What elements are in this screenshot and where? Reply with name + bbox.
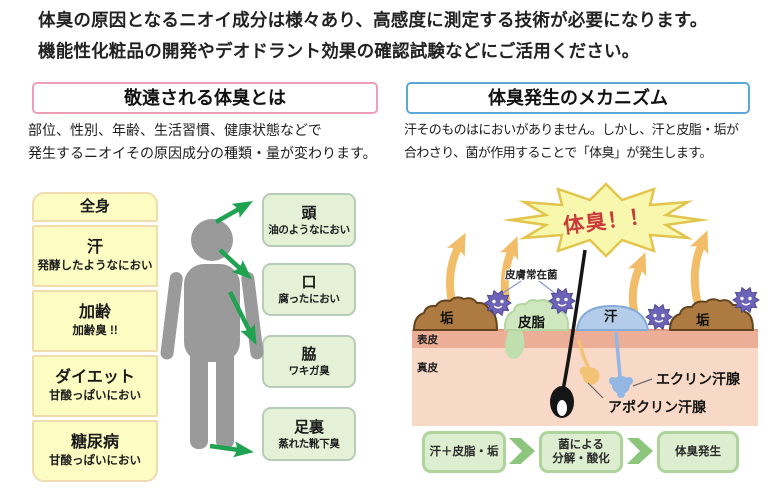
epidermis-label: 表皮 <box>417 334 438 346</box>
odor-up-arrows <box>446 230 709 314</box>
left-section-description: 部位、性別、年齢、生活習慣、健康状態などで 発生するニオイその原因成分の種類・量… <box>28 119 388 164</box>
part-box-title: 足裏 <box>293 418 324 436</box>
arrow-to-armpit <box>227 290 257 346</box>
dirt-blob-left <box>413 296 498 331</box>
label-pointer-lines <box>502 280 558 296</box>
body-box-ase: 汗 発酵したようなにおい <box>32 225 158 287</box>
dermis-label: 真皮 <box>417 362 438 374</box>
body-box-tonyobyo: 糖尿病 甘酸っぱいにおい <box>32 420 158 482</box>
right-section-header: 体臭発生のメカニズム <box>406 82 750 114</box>
apocrine-gland-label: アポクリン汗腺 <box>608 399 706 415</box>
flow-chevron-icon <box>627 438 653 464</box>
right-desc-line-2: 合わさり、菌が作用することで「体臭」が発生します。 <box>404 144 712 160</box>
arrow-to-head <box>214 201 253 224</box>
part-box-title: 脇 <box>301 346 317 363</box>
part-box-kuchi: 口 腐ったにおい <box>262 263 356 316</box>
bacteria-icon <box>484 289 512 317</box>
right-section-description: 汗そのものはにおいがありません。しかし、汗と皮脂・垢が 合わさり、菌が作用するこ… <box>404 119 776 164</box>
body-box-subtitle: 甘酸っぱいにおい <box>49 455 141 467</box>
flow-step-label: 汗＋皮脂・垢 <box>429 446 499 458</box>
left-desc-line-1: 部位、性別、年齢、生活習慣、健康状態などで <box>28 122 322 138</box>
body-box-diet: ダイエット 甘酸っぱいにおい <box>32 355 158 417</box>
body-box-title: 汗 <box>86 239 103 256</box>
bacteria-icon <box>548 287 576 315</box>
body-box-subtitle: 発酵したようなにおい <box>37 260 153 272</box>
up-arrow-icon <box>627 252 647 314</box>
part-box-subtitle: 蒸れた靴下臭 <box>278 437 340 450</box>
flow-step-label: 体臭発生 <box>675 446 721 458</box>
up-arrow-icon <box>446 232 466 306</box>
intro-text: 体臭の原因となるニオイ成分は様々あり、高感度に測定する技術が必要になります。 機… <box>38 5 768 67</box>
body-box-karei: 加齢 加齢臭 !! <box>32 290 158 352</box>
part-box-subtitle: 腐ったにおい <box>278 293 340 305</box>
flow-step-3: 体臭発生 <box>657 431 739 473</box>
part-box-subtitle: ワキガ臭 <box>288 365 330 377</box>
body-box-title: 全身 <box>79 198 110 215</box>
eccrine-gland-label: エクリン汗腺 <box>656 371 740 387</box>
flow-step-2: 菌による 分解・酸化 <box>539 431 623 473</box>
body-box-title: 糖尿病 <box>70 434 119 451</box>
part-box-waki: 脇 ワキガ臭 <box>262 335 356 388</box>
epidermis-band <box>412 329 758 348</box>
body-box-subtitle: 加齢臭 !! <box>72 325 118 337</box>
body-box-subtitle: 甘酸っぱいにおい <box>49 390 141 402</box>
green-arrows <box>209 201 257 458</box>
bacteria-icon <box>645 303 673 331</box>
body-box-zenshin: 全身 <box>32 192 158 222</box>
intro-line-2: 機能性化粧品の開発やデオドラント効果の確認試験などにご活用ください。 <box>38 41 640 61</box>
human-figure-icon <box>160 219 264 449</box>
part-box-ashiura: 足裏 蒸れた靴下臭 <box>262 407 356 461</box>
up-arrow-icon <box>689 230 709 304</box>
flow-step-label: 菌による <box>558 439 604 451</box>
left-section-header: 敬遠される体臭とは <box>32 82 378 114</box>
sweat-label: 汗 <box>604 309 618 324</box>
body-box-title: ダイエット <box>55 369 135 386</box>
left-desc-line-2: 発生するニオイその原因成分の種類・量が変わります。 <box>28 144 377 161</box>
right-desc-line-1: 汗そのものはにおいがありません。しかし、汗と皮脂・垢が <box>404 122 739 137</box>
dirt-blob-right <box>669 298 754 331</box>
odor-burst-label: 体臭！！ <box>562 204 653 239</box>
part-box-subtitle: 油のようなにおい <box>268 223 350 236</box>
bacteria-icon <box>732 286 760 314</box>
dirt-left-label: 垢 <box>440 311 454 326</box>
sebum-label: 皮脂 <box>518 315 545 330</box>
body-box-title: 加齢 <box>78 304 111 321</box>
dirt-right-label: 垢 <box>696 313 710 328</box>
flow-chevron-icon <box>509 438 535 464</box>
arrow-to-foot <box>209 441 254 458</box>
bacteria-label: 皮膚常在菌 <box>505 269 558 281</box>
part-box-atama: 頭 油のようなにおい <box>262 193 356 247</box>
part-box-title: 頭 <box>301 204 317 222</box>
arrow-to-mouth <box>218 248 252 280</box>
intro-line-1: 体臭の原因となるニオイ成分は様々あり、高感度に測定する技術が必要になります。 <box>38 10 708 30</box>
part-box-title: 口 <box>301 274 317 291</box>
flow-step-label-2: 分解・酸化 <box>552 453 610 465</box>
flow-step-1: 汗＋皮脂・垢 <box>422 431 506 473</box>
